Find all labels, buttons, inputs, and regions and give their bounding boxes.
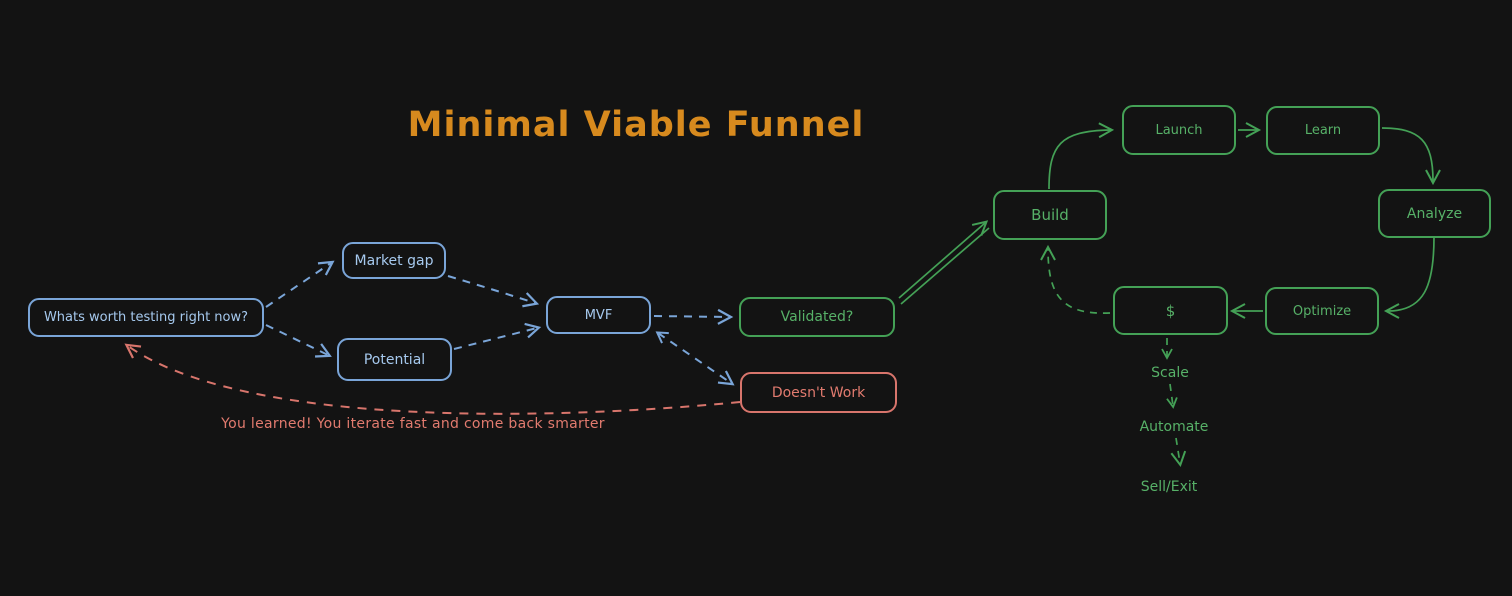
node-mvf[interactable]: MVF <box>546 296 651 334</box>
arrow-revenue-to-build[interactable] <box>1040 244 1111 314</box>
node-validated[interactable]: Validated? <box>739 297 895 337</box>
arrow-validated-to-build[interactable] <box>898 220 990 305</box>
node-whats-worth-testing[interactable]: Whats worth testing right now? <box>28 298 264 337</box>
node-optimize[interactable]: Optimize <box>1265 287 1379 335</box>
flow-label-scale[interactable]: Scale <box>1151 365 1189 381</box>
arrow-whatsworth-to-potential[interactable] <box>265 324 332 358</box>
node-doesnt-work-label: Doesn't Work <box>771 384 866 401</box>
arrow-marketgap-to-mvf[interactable] <box>447 275 540 308</box>
arrow-scale-to-automate[interactable] <box>1166 383 1178 409</box>
arrow-potential-to-mvf[interactable] <box>453 322 542 350</box>
arrow-analyze-to-optimize[interactable] <box>1383 236 1435 319</box>
node-analyze[interactable]: Analyze <box>1378 189 1491 238</box>
arrow-doesntwork-to-whatsworth[interactable] <box>124 343 741 415</box>
node-build[interactable]: Build <box>993 190 1107 240</box>
diagram-title[interactable]: Minimal Viable Funnel <box>407 105 865 145</box>
node-learn[interactable]: Learn <box>1266 106 1380 155</box>
arrow-learn-to-analyze[interactable] <box>1381 127 1441 186</box>
arrow-automate-to-sellexit[interactable] <box>1170 437 1187 468</box>
node-analyze-label: Analyze <box>1406 205 1463 222</box>
node-market-gap-label: Market gap <box>354 252 434 269</box>
node-revenue[interactable]: $ <box>1113 286 1228 335</box>
arrow-whatsworth-to-marketgap[interactable] <box>265 260 335 308</box>
node-potential-label: Potential <box>363 351 426 368</box>
node-doesnt-work[interactable]: Doesn't Work <box>740 372 897 413</box>
node-launch-label: Launch <box>1155 122 1203 138</box>
arrow-mvf-to-doesntwork[interactable] <box>655 331 735 386</box>
node-optimize-label: Optimize <box>1292 303 1352 319</box>
node-revenue-label: $ <box>1165 301 1176 320</box>
node-validated-label: Validated? <box>780 309 854 325</box>
flow-label-sell-exit[interactable]: Sell/Exit <box>1140 479 1198 495</box>
node-mvf-label: MVF <box>584 307 613 323</box>
node-whats-worth-testing-label: Whats worth testing right now? <box>43 310 249 325</box>
node-build-label: Build <box>1031 206 1069 224</box>
flow-label-automate[interactable]: Automate <box>1139 419 1209 435</box>
node-learn-label: Learn <box>1304 123 1342 138</box>
iterate-annotation[interactable]: You learned! You iterate fast and come b… <box>221 416 605 432</box>
node-market-gap[interactable]: Market gap <box>342 242 446 279</box>
arrow-build-to-launch[interactable] <box>1048 122 1115 190</box>
node-launch[interactable]: Launch <box>1122 105 1236 155</box>
node-potential[interactable]: Potential <box>337 338 452 381</box>
arrow-mvf-to-validated[interactable] <box>653 308 734 325</box>
